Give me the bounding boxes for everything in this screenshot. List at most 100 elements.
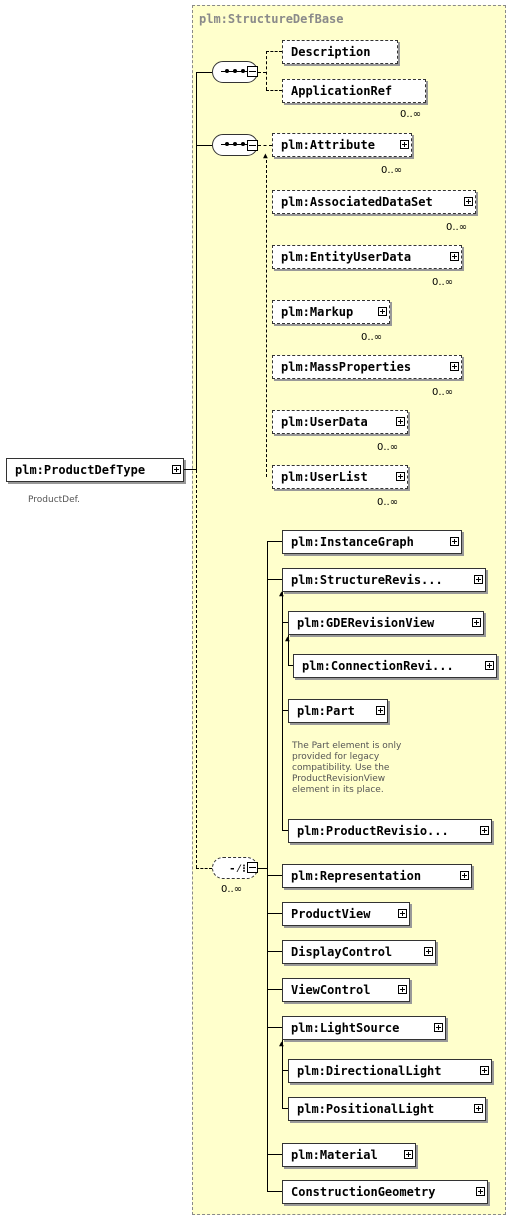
expand-icon[interactable] [396,417,405,426]
connector [267,913,282,914]
connector [282,622,288,623]
choice-item[interactable]: plm:LightSource [282,1016,446,1040]
connector [282,592,283,830]
choice-compositor: -⁄⁝- [212,857,258,879]
connector [288,635,289,665]
connector [196,470,197,868]
connector [282,830,288,831]
sequence-icon [221,69,249,74]
arrow-up-icon: ▲ [285,634,290,643]
connector [266,160,267,477]
choice-item[interactable]: plm:PositionalLight [288,1097,486,1121]
arrow-up-icon: ▲ [279,589,284,598]
cardinality: 0..∞ [377,497,399,508]
choice-item[interactable]: plm:ConnectionRevi... [293,654,497,678]
expand-icon[interactable] [480,826,489,835]
arrow-up-icon: ▲ [279,1039,284,1048]
choice-item[interactable]: plm:ProductRevisio... [288,819,492,843]
expand-icon[interactable] [474,1104,483,1113]
expand-icon[interactable] [398,985,407,994]
connector [196,72,212,73]
connector [282,1070,288,1071]
part-note: The Part element is only provided for le… [292,741,402,795]
choice-item[interactable]: plm:Representation [282,864,472,888]
expand-icon[interactable] [450,252,459,261]
connector [267,541,268,1192]
expand-icon[interactable] [172,465,181,474]
connector [196,145,212,146]
connector [266,51,282,52]
seq2-item[interactable]: plm:UserData [272,410,408,434]
expand-icon[interactable] [460,871,469,880]
root-element-label: plm:ProductDefType [15,463,146,477]
cardinality: 0..∞ [377,442,399,453]
choice-item[interactable]: plm:Material [282,1143,416,1167]
expand-icon[interactable] [450,537,459,546]
seq1-item[interactable]: ApplicationRef [282,79,426,103]
seq2-item[interactable]: plm:Attribute [272,133,412,157]
choice-item[interactable]: plm:DirectionalLight [288,1059,492,1083]
connector [196,72,197,470]
expand-icon[interactable] [485,661,494,670]
seq2-item[interactable]: plm:Markup [272,300,390,324]
cardinality: 0..∞ [432,277,454,288]
choice-item[interactable]: ConstructionGeometry [282,1180,488,1204]
connector [184,469,196,470]
connector [267,541,282,542]
expand-icon[interactable] [398,909,407,918]
sequence-compositor [212,134,258,156]
expand-icon[interactable] [434,1023,443,1032]
seq2-item[interactable]: plm:MassProperties [272,355,462,379]
connector [267,875,282,876]
expand-icon[interactable] [464,197,473,206]
connector [282,1108,288,1109]
collapse-icon[interactable] [247,66,258,77]
connector [266,90,282,91]
choice-item[interactable]: plm:StructureRevis... [282,568,486,592]
connector [266,51,267,90]
expand-icon[interactable] [396,472,405,481]
cardinality: 0..∞ [446,222,468,233]
expand-icon[interactable] [476,1187,485,1196]
choice-icon: -⁄⁝- [229,862,253,875]
root-element[interactable]: plm:ProductDefType [6,458,184,482]
connector [258,72,266,73]
cardinality: 0..∞ [432,387,454,398]
connector [282,710,288,711]
choice-item[interactable]: plm:Part [288,699,388,723]
expand-icon[interactable] [480,1066,489,1075]
expand-icon[interactable] [378,307,387,316]
expand-icon[interactable] [404,1150,413,1159]
choice-item[interactable]: ViewControl [282,978,410,1002]
choice-item[interactable]: plm:InstanceGraph [282,530,462,554]
seq1-item[interactable]: Description [282,40,398,64]
connector [267,989,282,990]
seq2-item[interactable]: plm:AssociatedDataSet [272,190,476,214]
expand-icon[interactable] [450,362,459,371]
expand-icon[interactable] [474,575,483,584]
choice-item[interactable]: DisplayControl [282,940,436,964]
choice-item[interactable]: plm:GDERevisionView [288,611,484,635]
connector [258,868,267,869]
connector [288,665,293,666]
arrow-up-icon: ▲ [263,151,268,160]
cardinality: 0..∞ [381,165,403,176]
base-type-title: plm:StructureDefBase [199,12,344,26]
expand-icon[interactable] [400,140,409,149]
connector [196,868,212,869]
connector [267,579,282,580]
cardinality: 0..∞ [400,109,422,120]
seq2-item[interactable]: plm:EntityUserData [272,245,462,269]
connector [282,1040,283,1108]
collapse-icon[interactable] [247,140,258,151]
seq2-item[interactable]: plm:UserList [272,465,408,489]
expand-icon[interactable] [472,618,481,627]
connector [267,951,282,952]
expand-icon[interactable] [376,706,385,715]
root-annotation: ProductDef. [28,495,81,505]
collapse-icon[interactable] [247,862,258,873]
connector [258,145,272,146]
choice-item[interactable]: ProductView [282,902,410,926]
expand-icon[interactable] [424,947,433,956]
